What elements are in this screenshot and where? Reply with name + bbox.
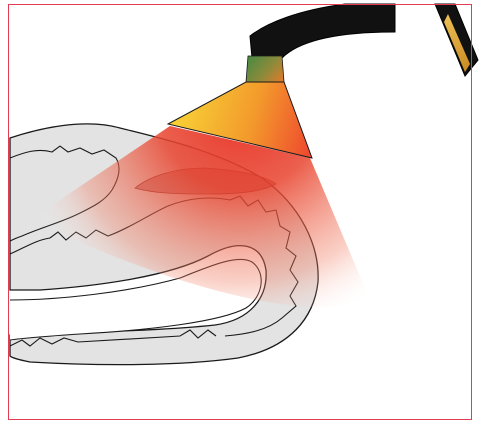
handpiece-handle [250, 4, 395, 58]
curing-light-icon [168, 4, 478, 158]
handpiece-collar [246, 56, 284, 82]
